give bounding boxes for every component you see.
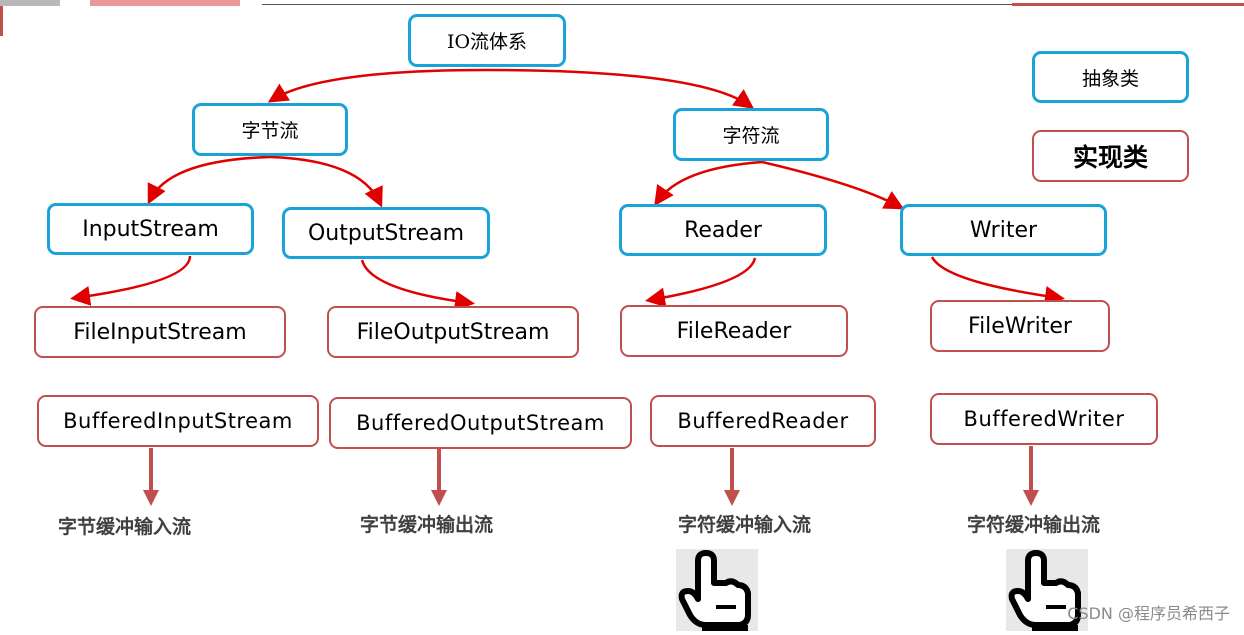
node-byte-stream: 字节流 [192, 103, 348, 156]
pointing-hand-icon [676, 549, 758, 631]
connector-input-file [70, 255, 192, 306]
node-io-root: IO流体系 [408, 14, 566, 67]
header-accent-rule [1012, 3, 1244, 6]
node-reader: Reader [619, 204, 827, 256]
header-rule [262, 4, 1012, 5]
watermark: CSDN @程序员希西子 [1067, 604, 1230, 623]
connector-writer-file [930, 256, 1065, 306]
node-file-input-stream: FileInputStream [34, 306, 286, 358]
connector-char-reader [654, 160, 763, 207]
node-input-stream: InputStream [47, 203, 254, 255]
connector-root-char [486, 68, 755, 109]
connector-reader-file [645, 257, 757, 308]
node-file-reader: FileReader [620, 305, 848, 357]
left-accent-bar [0, 6, 3, 36]
legend-concrete: 实现类 [1032, 130, 1189, 182]
caption-char-buffered-input: 字符缓冲输入流 [678, 514, 812, 536]
node-buffered-reader: BufferedReader [650, 395, 876, 447]
connector-root-byte [267, 68, 488, 103]
caption-byte-buffered-output: 字节缓冲输出流 [360, 514, 494, 536]
node-buffered-output-stream: BufferedOutputStream [329, 397, 632, 449]
caption-char-buffered-output: 字符缓冲输出流 [967, 514, 1101, 536]
connector-output-file [360, 259, 475, 311]
node-file-writer: FileWriter [930, 300, 1110, 352]
node-writer: Writer [900, 204, 1107, 256]
header-logo-strip [0, 0, 240, 6]
node-char-stream: 字符流 [673, 108, 829, 161]
connector-byte-input [147, 155, 271, 205]
caption-byte-buffered-input: 字节缓冲输入流 [58, 516, 192, 538]
legend-abstract: 抽象类 [1032, 51, 1189, 103]
node-output-stream: OutputStream [282, 207, 490, 259]
node-buffered-writer: BufferedWriter [930, 393, 1158, 445]
pointing-hand-icon [1006, 549, 1088, 631]
node-buffered-input-stream: BufferedInputStream [37, 395, 319, 447]
connector-char-writer [761, 160, 905, 210]
node-file-output-stream: FileOutputStream [327, 306, 579, 358]
connector-byte-output [269, 155, 383, 208]
